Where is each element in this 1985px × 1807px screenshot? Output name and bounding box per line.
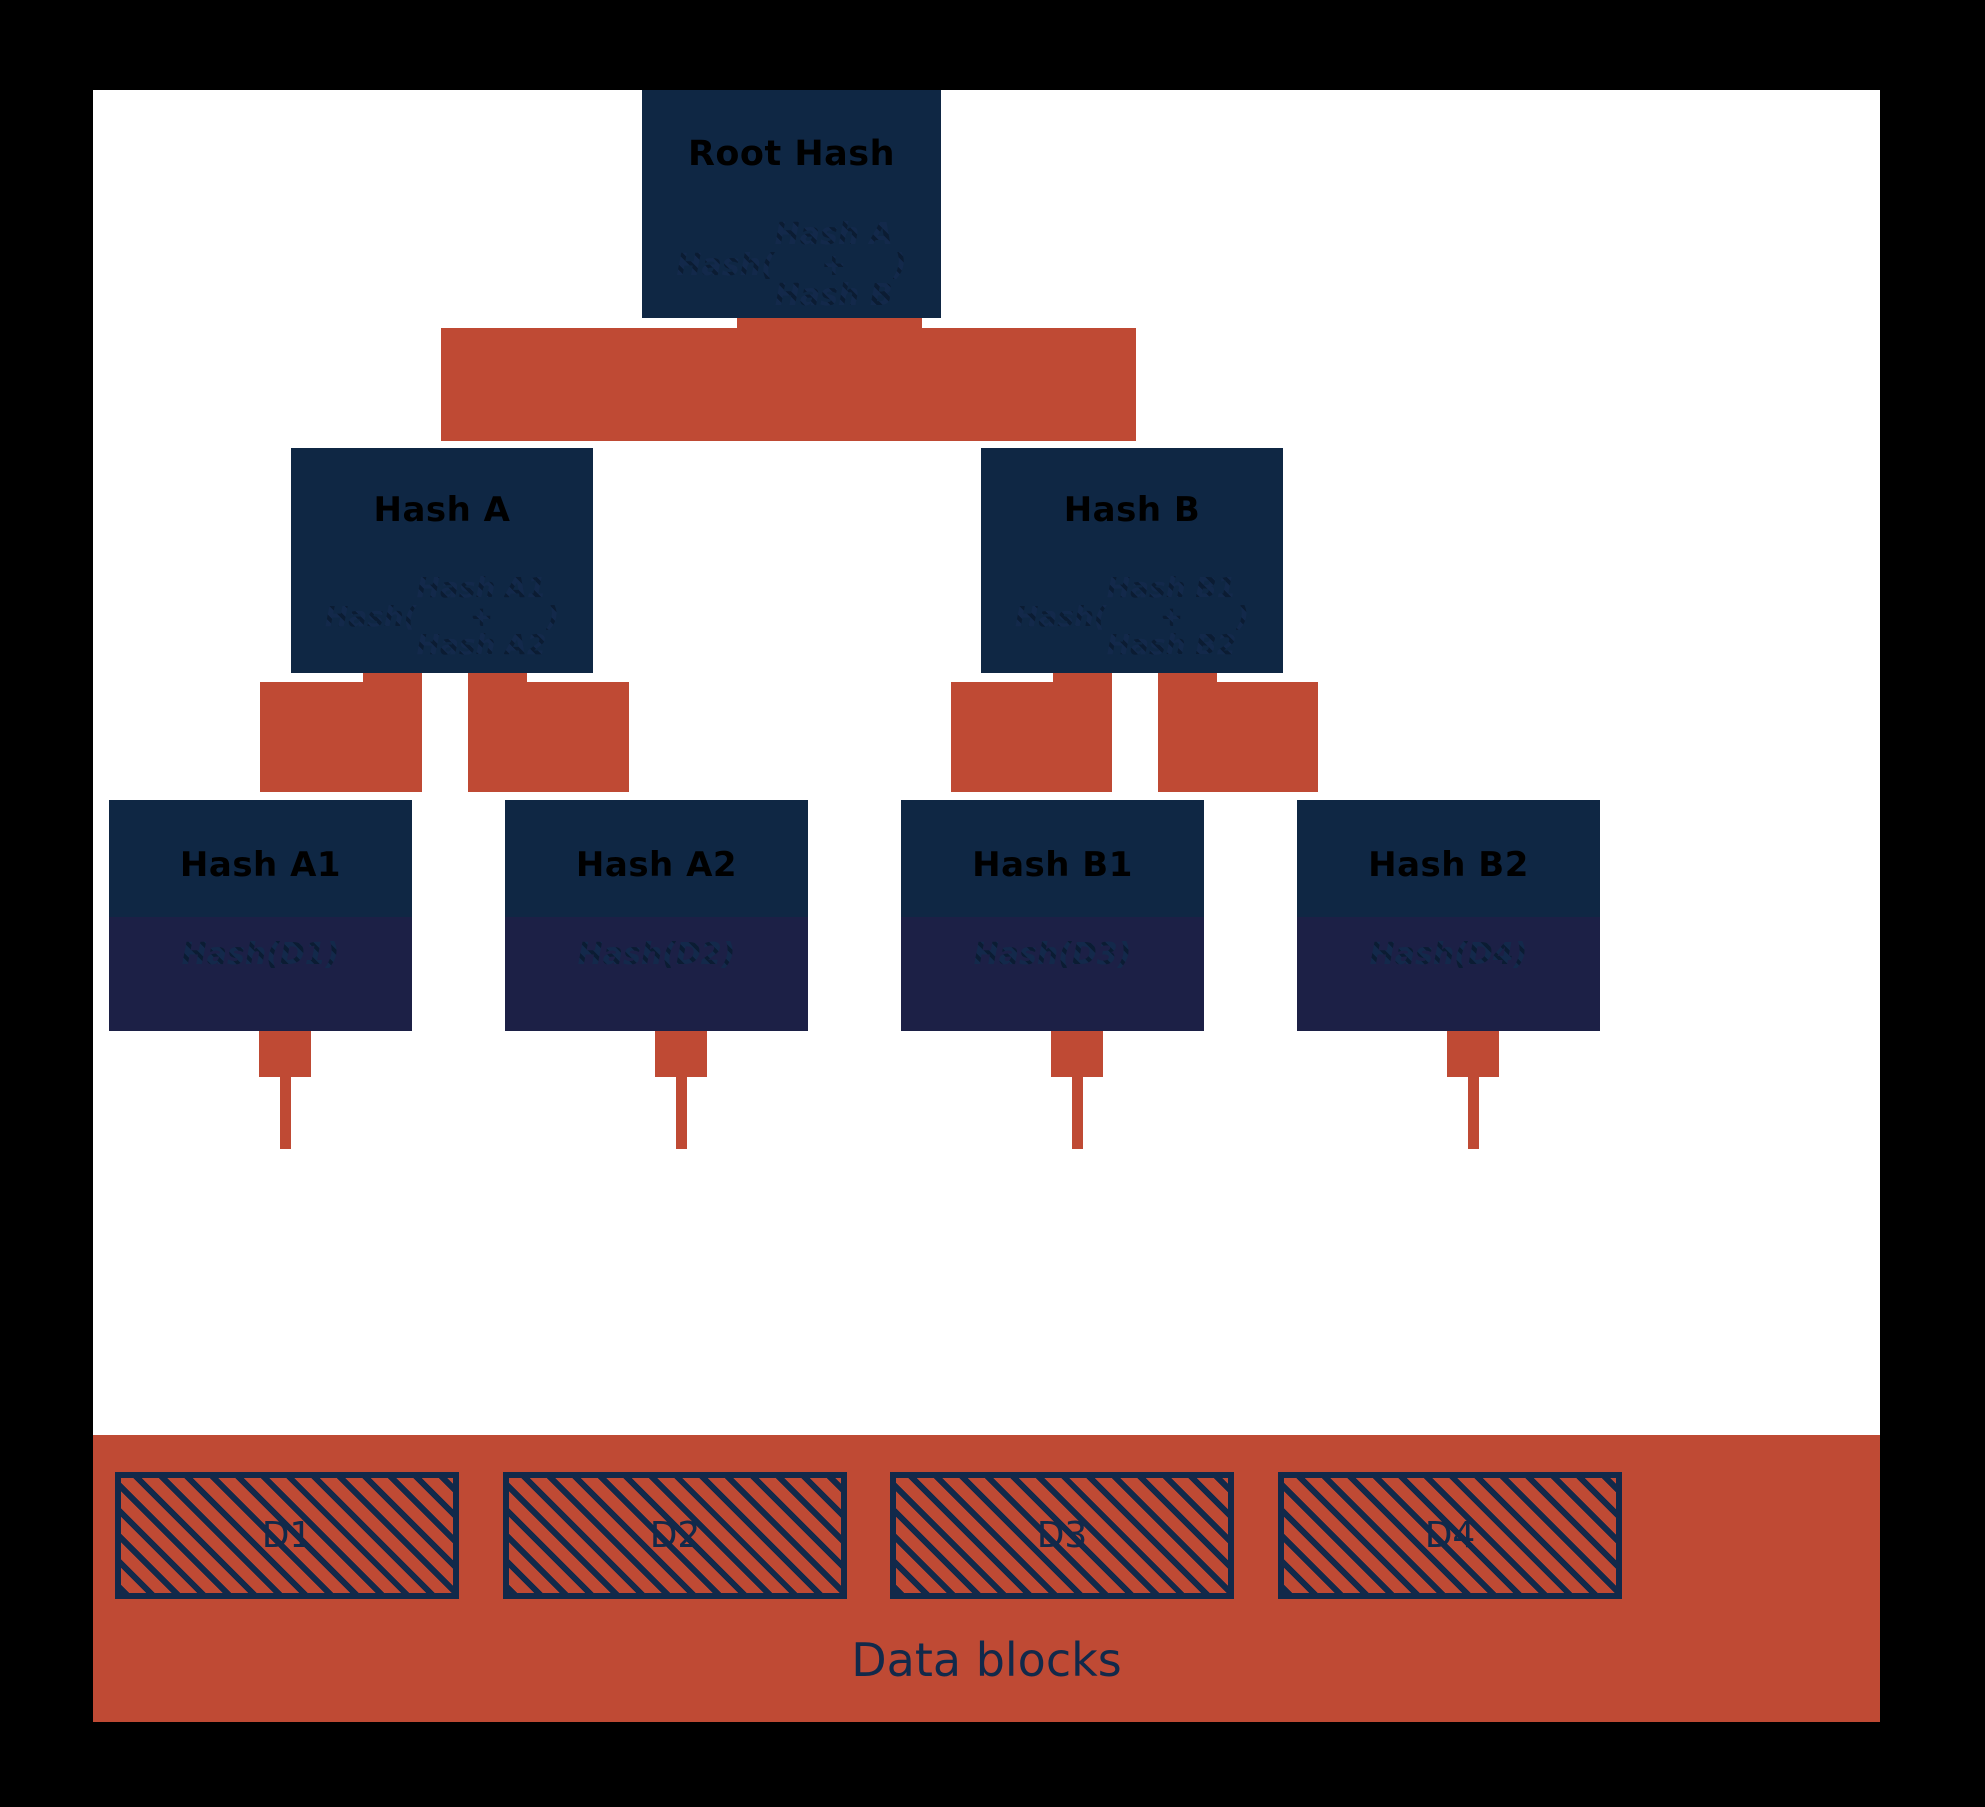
node-hash-a2-title: Hash A2 (575, 845, 738, 885)
connector-root-to-hash-b-horizontal (812, 328, 1136, 441)
connector-root-to-hash-a-horizontal (441, 328, 848, 441)
data-block-d4[interactable]: D4 (1278, 1472, 1622, 1599)
node-hash-b1[interactable]: Hash B1 Hash(D3) (901, 800, 1204, 1031)
formula-fraction: Hash B1 + Hash B2 (1106, 571, 1237, 662)
node-hash-a-formula: Hash( Hash A1 + Hash A2 ) (324, 571, 560, 662)
connector-a1-to-d1-stem (280, 1077, 291, 1149)
node-root-hash-title: Root Hash (687, 134, 896, 174)
data-block-d3-label: D3 (1036, 1515, 1088, 1556)
formula-denominator: Hash A2 (416, 628, 547, 662)
data-block-d4-label: D4 (1424, 1515, 1476, 1556)
formula-prefix: Hash( (1014, 600, 1107, 634)
formula-suffix: ) (546, 600, 560, 634)
node-hash-a-title: Hash A (373, 490, 511, 530)
data-block-d3[interactable]: D3 (890, 1472, 1234, 1599)
formula-numerator: Hash A (774, 217, 893, 252)
connector-b1-to-d3-stem (1072, 1077, 1083, 1149)
node-hash-a1-title: Hash A1 (179, 845, 342, 885)
connector-a2-to-d2-stem (676, 1077, 687, 1149)
formula-numerator: Hash A1 (416, 571, 547, 604)
data-block-d2[interactable]: D2 (503, 1472, 847, 1599)
data-block-d1[interactable]: D1 (115, 1472, 459, 1599)
node-hash-a1-subtitle: Hash(D1) (181, 937, 340, 972)
connector-b2-to-d4-square (1447, 1031, 1499, 1077)
node-hash-b1-subtitle: Hash(D3) (973, 937, 1132, 972)
node-hash-b-formula: Hash( Hash B1 + Hash B2 ) (1014, 571, 1250, 662)
node-root-hash[interactable]: Root Hash Hash( Hash A + Hash B ) (642, 90, 941, 318)
node-hash-b2-subtitle: Hash(D4) (1369, 937, 1528, 972)
formula-denominator: Hash B2 (1106, 628, 1237, 662)
node-hash-a1[interactable]: Hash A1 Hash(D1) (109, 800, 412, 1031)
data-blocks-caption: Data blocks (851, 1633, 1122, 1687)
connector-a1-to-d1-square (259, 1031, 311, 1077)
formula-prefix: Hash( (324, 600, 417, 634)
node-hash-b2[interactable]: Hash B2 Hash(D4) (1297, 800, 1600, 1031)
data-blocks-band: D1 D2 D3 D4 Data blocks (93, 1435, 1880, 1722)
formula-fraction: Hash A + Hash B (774, 217, 893, 314)
node-hash-b2-lower-panel (1297, 917, 1600, 1031)
connector-b2-to-d4-stem (1468, 1077, 1479, 1149)
node-hash-a2-lower-panel (505, 917, 808, 1031)
connector-hash-a-to-a1-elbow (260, 682, 422, 792)
node-hash-b1-title: Hash B1 (972, 845, 1133, 885)
diagram-canvas: Root Hash Hash( Hash A + Hash B ) Hash A… (93, 90, 1880, 1722)
node-hash-a2-subtitle: Hash(D2) (577, 937, 736, 972)
connector-a2-to-d2-square (655, 1031, 707, 1077)
data-block-d2-label: D2 (649, 1515, 701, 1556)
formula-numerator: Hash B1 (1106, 571, 1237, 604)
connector-hash-a-to-a2-elbow (468, 682, 629, 792)
node-hash-a[interactable]: Hash A Hash( Hash A1 + Hash A2 ) (291, 448, 593, 673)
formula-fraction: Hash A1 + Hash A2 (416, 571, 547, 662)
node-hash-b-title: Hash B (1063, 490, 1201, 530)
formula-suffix: ) (1236, 600, 1250, 634)
node-hash-b[interactable]: Hash B Hash( Hash B1 + Hash B2 ) (981, 448, 1283, 673)
formula-prefix: Hash( (676, 248, 775, 284)
node-hash-a1-lower-panel (109, 917, 412, 1031)
formula-operator: + (1159, 599, 1184, 633)
connector-b1-to-d3-square (1051, 1031, 1103, 1077)
formula-operator: + (821, 247, 847, 283)
node-hash-b1-lower-panel (901, 917, 1204, 1031)
formula-operator: + (469, 599, 494, 633)
connector-hash-b-to-b2-elbow (1158, 682, 1318, 792)
formula-denominator: Hash B (774, 278, 893, 314)
node-hash-a2[interactable]: Hash A2 Hash(D2) (505, 800, 808, 1031)
node-hash-b2-title: Hash B2 (1368, 845, 1529, 885)
data-block-d1-label: D1 (261, 1515, 313, 1556)
formula-suffix: ) (892, 248, 907, 284)
node-root-hash-formula: Hash( Hash A + Hash B ) (676, 217, 907, 314)
connector-hash-b-to-b1-elbow (951, 682, 1112, 792)
